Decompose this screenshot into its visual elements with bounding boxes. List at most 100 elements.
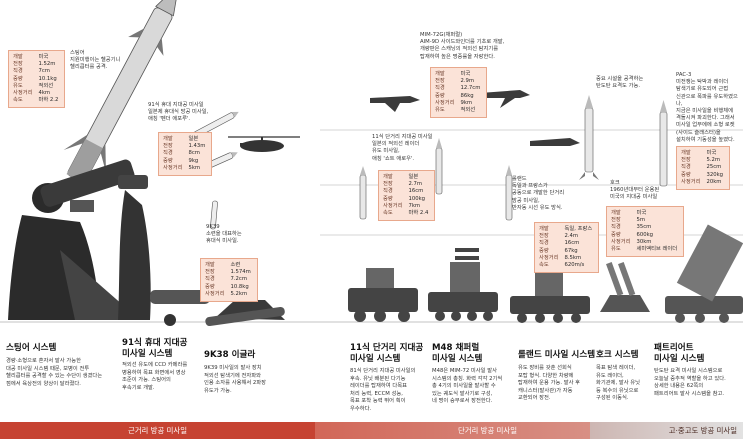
hawk-launcher-illustration [600,262,650,312]
spec-value: 600kg [636,231,654,238]
spec-value: 86kg [460,92,474,99]
spec-key: 직경 [383,188,393,195]
spec-key: 중량 [681,171,691,178]
spec-value: 5m [636,217,646,224]
spec-row: 사정거리 5.2km [205,291,253,298]
spec-key: 전장 [13,61,23,68]
hawk-top-note: 중요 시설을 공격하는 탄도탄 요격도 가능. [596,76,644,90]
spec-value: 적외선 [38,82,54,89]
chaparral-title: M48 채퍼럴 미사일 시스템 [432,343,483,364]
spec-value: 소련 [230,262,241,268]
chuSAM-desc: 81식 단거리 지대공 미사일의 후속. 유닛 배분된 다기능 레이더를 탑재하… [350,368,416,412]
chaparral-note: MIM-72G(채퍼럴) AIM-9D 사이드와인더를 기초로 개발, 개량판은… [420,32,505,60]
chuSAM-title: 11식 단거리 지대공 미사일 시스템 [350,343,424,364]
chuSAM-vehicle-illustration [348,268,418,322]
spec-value: 미국 [636,210,647,216]
spec-key: 중량 [435,92,445,99]
spec-key: 사정거리 [681,178,701,185]
spec-value: 7km [408,202,421,209]
spec-key: 전장 [205,269,215,276]
spec-key: 속도 [383,210,393,217]
spec-key: 직경 [205,276,215,283]
spec-value: 미국 [38,54,49,60]
spec-row: 중량 600kg [611,232,679,239]
spec-value: 5.2km [230,290,248,297]
stinger-soldier-illustration [8,159,140,320]
spec-value: 2.7m [408,181,423,188]
stinger-note: 스팅어 지원미행이는 헬공기니 헬리콥터를 공격. [70,50,121,71]
roland-missile-illustration [505,165,513,221]
spec-value: 2.9m [460,78,475,85]
spec-key: 전장 [435,78,445,85]
spec-value: 미국 [706,150,717,156]
spec-value: 마하 2.4 [408,210,429,217]
patriot-note: PAC-3 미전쟁는 탁박과 레이더 탐색기로 유도되어 근접 신관으로 폭파를… [676,72,738,143]
spec-key: 중량 [383,195,393,202]
spec-value: 30km [636,238,652,245]
spec-row: 전장 1.574m [205,269,253,276]
spec-row: 전장 2.9m [435,78,482,85]
spec-value: 일본 [188,136,199,142]
spec-key: 직경 [611,224,621,231]
roland-title: 롤랜드 미사일 시스템 [518,350,596,360]
spec-key: 속도 [13,97,23,104]
spec-value: 8cm [188,150,200,157]
m91-desc: 적외선 유도에 CCD 카메라를 병용하여 목표 화면에서 영상 조준이 가능.… [122,362,188,391]
spec-key: 사정거리 [205,290,225,297]
hawk-note: 호크 1960년대부터 운용된 미국의 지대공 미사일 [610,180,660,201]
spec-value: 5km [188,164,201,171]
spec-value: 10.1kg [38,75,57,82]
spec-key: 직경 [13,68,23,75]
spec-value: 독일, 프랑스 [564,226,593,232]
spec-row: 속도 마하 2.4 [383,210,430,217]
jet-illustration [370,90,580,146]
spec-key: 전장 [163,143,173,150]
patriot-launcher-illustration [665,224,743,323]
spec-key: 개발 [205,262,215,268]
spec-key: 개발 [681,150,691,156]
roland-vehicle-illustration [510,272,590,323]
spec-value: 1.574m [230,269,251,276]
spec-value: 8.5km [564,254,582,261]
spec-value: 67kg [564,247,578,254]
spec-value: 1.52m [38,61,56,68]
spec-key: 직경 [681,164,691,171]
spec-key: 전장 [539,233,549,240]
spec-key: 유도 [611,246,621,253]
spec-key: 중량 [611,231,621,238]
spec-value: 9km [460,99,473,106]
spec-value: 25cm [706,164,722,171]
stinger-title: 스팅어 시스템 [6,343,57,353]
